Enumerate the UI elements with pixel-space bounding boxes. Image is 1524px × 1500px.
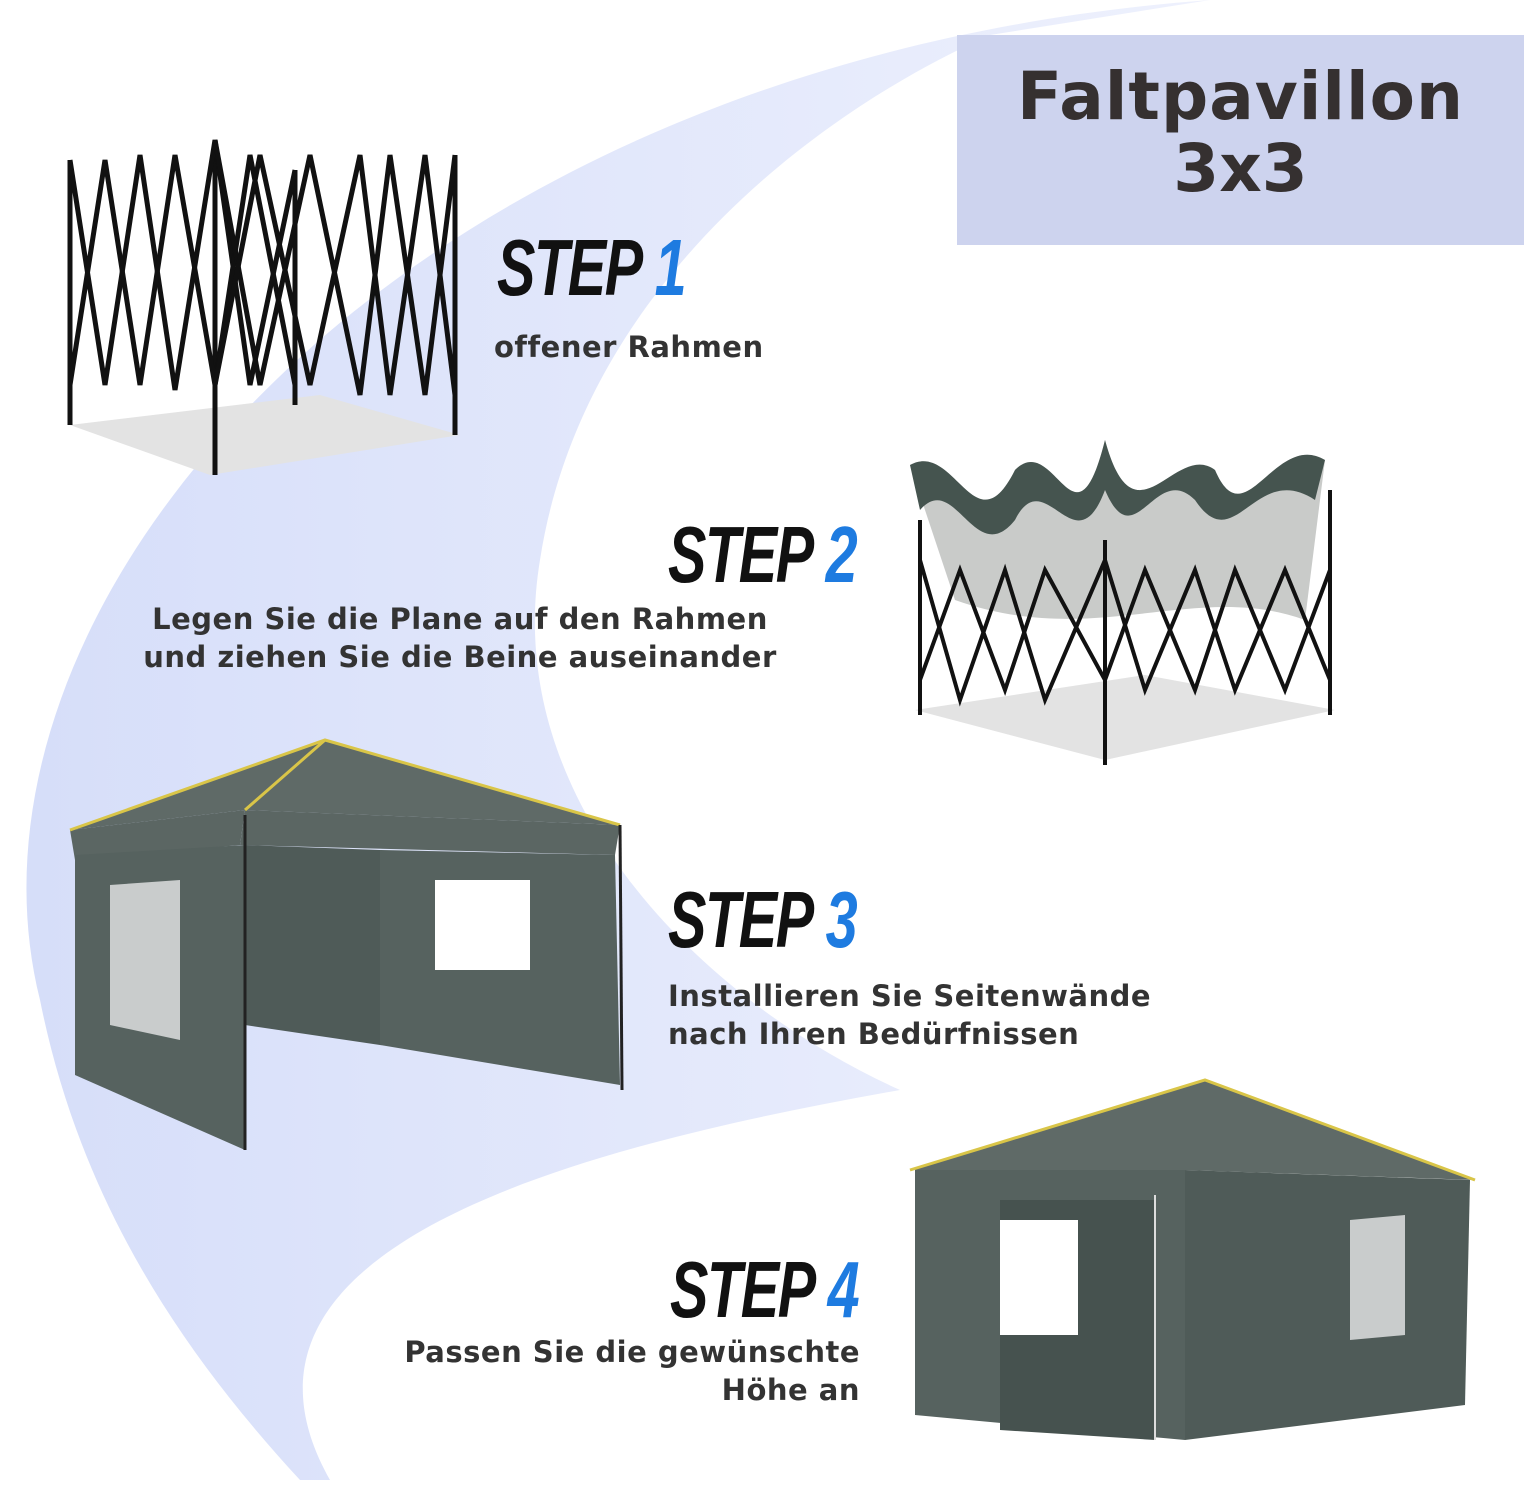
step-number: 4 [827,1245,860,1334]
closed-tent-image [909,1078,1476,1440]
step-3-line-1: Installieren Sie Seitenwände [668,979,1152,1013]
step-1-text: offener Rahmen [494,330,764,364]
step-2-text: Legen Sie die Plane auf den Rahmen und z… [60,600,860,676]
step-number: 2 [825,510,858,599]
step-label: STEP [668,510,814,599]
step-4-line-2: Höhe an [721,1373,860,1407]
step-4-text: Passen Sie die gewünschte Höhe an [260,1333,860,1409]
title-line1: Faltpavillon [1017,58,1464,135]
title-banner: Faltpavillon 3x3 [957,35,1524,245]
step-label: STEP [668,875,814,964]
step-2-line-2: und ziehen Sie die Beine auseinander [143,640,777,674]
step-4-line-1: Passen Sie die gewünschte [404,1335,860,1369]
title-line2: 3x3 [1173,130,1308,207]
step-label: STEP [670,1245,816,1334]
step-3-text: Installieren Sie Seitenwände nach Ihren … [668,977,1151,1053]
open-frame-image [67,139,460,475]
step-label: STEP [497,223,643,312]
step-2-line-1: Legen Sie die Plane auf den Rahmen [152,602,768,636]
tent-with-two-walls-image [69,738,624,1150]
frame-with-canopy-image [910,440,1335,765]
step-number: 3 [825,875,858,964]
step-3-line-2: nach Ihren Bedürfnissen [668,1017,1080,1051]
step-number: 1 [654,223,687,312]
